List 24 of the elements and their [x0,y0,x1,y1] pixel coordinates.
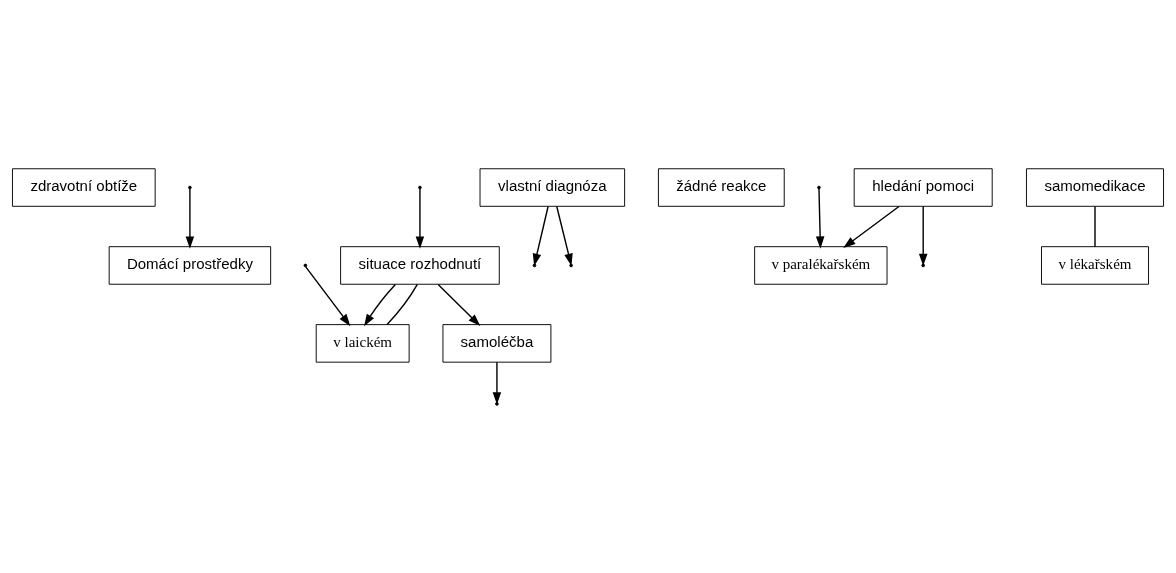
arrow [815,187,825,249]
node-box: zdravotní obtíže [12,167,156,207]
node-box: samoléčba [442,323,552,363]
arrow [532,205,549,266]
node-box: v laickém [315,323,410,363]
arrow [437,283,481,326]
node-box: žádné reakce [657,167,785,207]
arrow [918,205,928,266]
arrow [364,283,397,326]
node-box: hledání pomoci [853,167,993,207]
node-box: vlastní diagnóza [479,167,626,207]
node-box: v paralékařském [754,245,888,285]
arrow [492,361,502,404]
arrow [556,205,573,266]
node-box: v lékařském [1041,245,1149,285]
node-box: situace rozhodnutí [340,245,500,285]
arrow [415,187,425,249]
arrow [305,265,351,326]
connector [1094,205,1096,247]
node-box: samomedikace [1026,167,1164,207]
node-box: Domácí prostředky [108,245,272,285]
arrow [843,205,900,248]
connector [386,283,419,325]
arrow [185,187,195,249]
